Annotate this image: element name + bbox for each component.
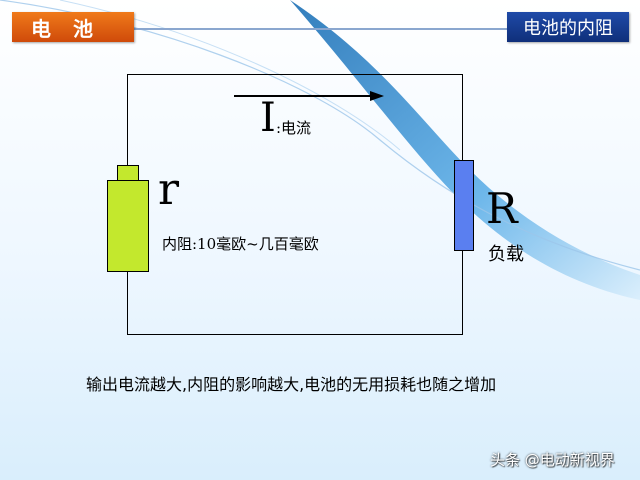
load-symbol: R bbox=[486, 184, 518, 233]
battery-body bbox=[107, 180, 149, 272]
title-divider-line bbox=[134, 28, 507, 30]
current-symbol: I bbox=[260, 95, 276, 141]
current-direction-arrow bbox=[234, 91, 384, 101]
internal-resistance-note: 内阻:10毫欧~几百毫欧 bbox=[162, 235, 319, 253]
section-title-left: 电池 bbox=[12, 12, 134, 42]
load-label: 负载 bbox=[488, 244, 524, 265]
section-title-right: 电池的内阻 bbox=[507, 12, 629, 42]
caption-text: 输出电流越大,内阻的影响越大,电池的无用损耗也随之增加 bbox=[86, 375, 497, 394]
load-resistor bbox=[454, 160, 474, 251]
battery-terminal bbox=[117, 165, 139, 181]
watermark-text: 头条 @电动新视界 bbox=[490, 451, 615, 469]
current-label: :电流 bbox=[276, 119, 312, 137]
internal-resistance-symbol: r bbox=[158, 164, 180, 215]
